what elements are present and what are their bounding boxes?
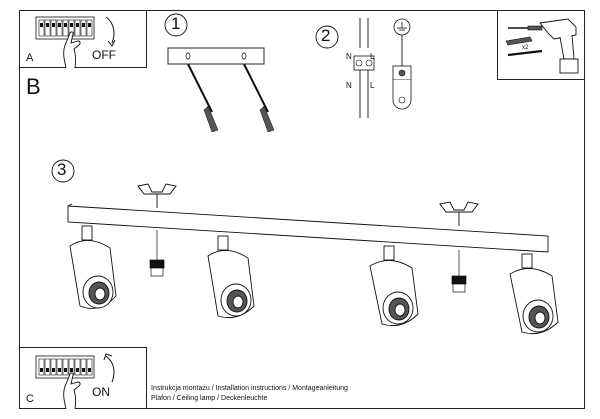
hand-icon <box>63 372 81 410</box>
rotate-arrow-icon <box>103 353 115 383</box>
panel-c-action-label: ON <box>92 385 110 399</box>
screw-left <box>149 230 165 277</box>
instruction-sheet <box>19 10 585 409</box>
spotlight-2 <box>207 235 255 319</box>
rotate-arrow-icon <box>105 16 116 47</box>
ground-symbol-icon <box>392 18 412 110</box>
step-three-number: 3 <box>57 160 67 179</box>
mounting-bracket-left <box>137 183 177 208</box>
panel-c-power-on: C ON <box>19 347 147 410</box>
step-one-number: 1 <box>171 14 181 33</box>
live-label-bottom: L <box>370 81 375 90</box>
panel-b-letter: B <box>26 74 41 99</box>
spotlight-4 <box>509 253 559 335</box>
caption-instructions: Instrukcja montażu / Installation instru… <box>151 385 348 392</box>
step-two-number: 2 <box>321 26 331 45</box>
panel-a-action-label: OFF <box>92 48 116 62</box>
drill-icon <box>505 18 579 74</box>
mounting-plate-diagram <box>167 47 275 133</box>
panel-a-letter: A <box>26 52 34 64</box>
lamp-beam <box>67 203 549 253</box>
step-one-circle <box>164 13 188 37</box>
caption-product: Plafon / Ceiling lamp / Deckenleuchte <box>151 395 268 402</box>
step-two-circle <box>315 25 339 49</box>
neutral-label-top: N <box>346 52 352 61</box>
live-label-top: L <box>370 52 375 61</box>
mounting-bracket-right <box>439 201 479 226</box>
terminal-block-icon <box>353 18 375 118</box>
neutral-label-bottom: N <box>346 81 352 90</box>
screw-right <box>451 250 467 293</box>
spotlight-1 <box>69 225 117 309</box>
panel-a-power-off: A OFF <box>19 10 147 69</box>
breaker-panel-icon <box>35 16 95 40</box>
panel-c-letter: C <box>26 393 34 405</box>
step-three-circle <box>51 159 75 183</box>
fixing-multiplier: x2 <box>522 45 529 51</box>
spotlight-3 <box>369 245 419 327</box>
hand-icon <box>63 31 81 69</box>
panel-drill: x2 <box>497 10 585 80</box>
